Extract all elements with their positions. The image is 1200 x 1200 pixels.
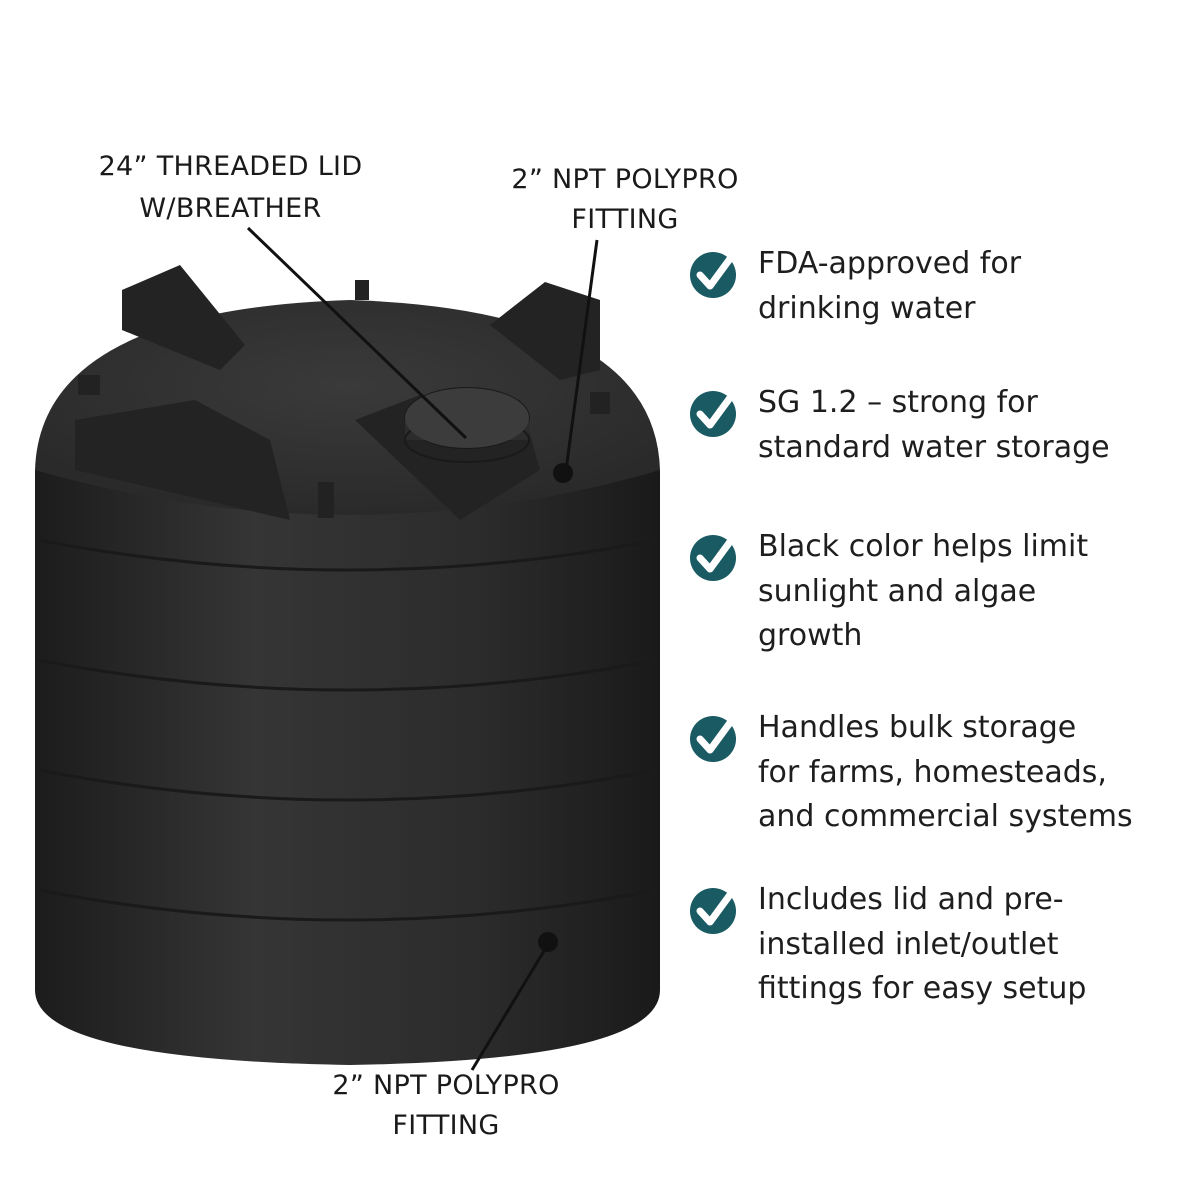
feature-text: FDA-approved for drinking water [758,246,1022,326]
check-circle-icon [690,716,736,762]
lid-callout: 24” THREADED LID W/BREATHER [98,151,363,224]
feature-item: Handles bulk storage for farms, homestea… [688,706,1133,840]
feature-text: Handles bulk storage for farms, homestea… [758,710,1133,834]
feature-item: SG 1.2 – strong for standard water stora… [688,381,1110,470]
top-fitting-callout: 2” NPT POLYPRO FITTING [511,164,739,235]
tank-ribs [37,538,658,922]
bottom-fitting-callout: 2” NPT POLYPRO FITTING [332,1070,560,1141]
feature-text: SG 1.2 – strong for standard water stora… [758,385,1110,465]
top-fitting [553,463,573,483]
feature-item: Includes lid and pre- installed inlet/ou… [688,878,1086,1012]
feature-text: Includes lid and pre- installed inlet/ou… [758,882,1087,1006]
feature-item: Black color helps limit sunlight and alg… [688,525,1088,659]
check-circle-icon [690,888,736,934]
check-circle-icon [690,391,736,437]
check-circle-icon [690,252,736,298]
tank-body [35,470,660,1065]
feature-text: Black color helps limit sunlight and alg… [758,529,1089,653]
check-circle-icon [690,535,736,581]
feature-item: FDA-approved for drinking water [688,242,1021,331]
bottom-fitting [538,932,558,952]
leader-lines [246,226,599,1071]
